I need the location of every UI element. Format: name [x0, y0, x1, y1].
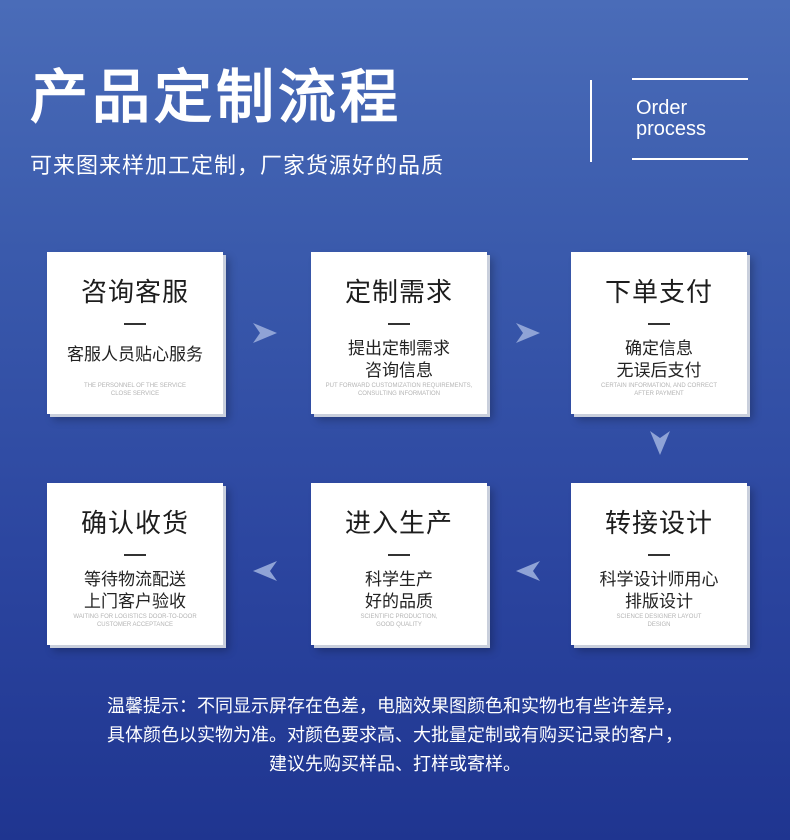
notice-line: 具体颜色以实物为准。对颜色要求高、大批量定制或有购买记录的客户， [107, 725, 683, 746]
step-card-design: 转接设计 科学设计师用心 排版设计 SCIENCE DESIGNER LAYOU… [571, 483, 747, 645]
page-title: 产品定制流程 [30, 63, 403, 131]
step-en: SCIENTIFIC PRODUCTION, GOOD QUALITY [319, 613, 479, 629]
step-title: 定制需求 [344, 278, 453, 308]
step-desc: 科学生产 好的品质 [315, 569, 483, 613]
step-dash [648, 323, 670, 325]
step-card-custom: 定制需求 提出定制需求 咨询信息 PUT FORWARD CUSTOMIZATI… [311, 252, 487, 414]
step-en-line: GOOD QUALITY [376, 622, 422, 628]
step-title: 转接设计 [604, 509, 713, 539]
arrow-left-icon [513, 556, 543, 586]
step-desc-line: 无误后支付 [616, 361, 702, 381]
step-en-line: SCIENCE DESIGNER LAYOUT [616, 614, 702, 620]
step-dash [124, 554, 146, 556]
step-en-line: SCIENTIFIC PRODUCTION, [360, 614, 438, 620]
step-dash [124, 323, 146, 325]
step-en-line: AFTER PAYMENT [634, 391, 684, 397]
step-title: 咨询客服 [80, 278, 189, 308]
step-card-consult: 咨询客服 客服人员贴心服务 THE PERSONNEL OF THE SERVI… [47, 252, 223, 414]
step-en-line: CONSULTING INFORMATION [357, 391, 441, 397]
step-desc-line: 排版设计 [625, 592, 693, 612]
order-label-line2: process [636, 118, 707, 140]
step-dash [388, 323, 410, 325]
step-dash [388, 554, 410, 556]
step-desc-line: 科学生产 [365, 570, 433, 590]
step-card-payment: 下单支付 确定信息 无误后支付 CERTAIN INFORMATION, AND… [571, 252, 747, 414]
divider-top [632, 78, 748, 80]
step-title: 下单支付 [604, 278, 713, 308]
step-desc-line: 上门客户验收 [84, 592, 186, 612]
notice-text: 温馨提示：不同显示屏存在色差，电脑效果图颜色和实物也有些许差异， 具体颜色以实物… [40, 692, 750, 779]
order-label-line1: Order [636, 97, 688, 119]
step-desc: 提出定制需求 咨询信息 [315, 338, 483, 382]
arrow-down-icon [645, 428, 675, 458]
arrow-left-icon [250, 556, 280, 586]
step-dash [648, 554, 670, 556]
step-en: WAITING FOR LOGISTICS DOOR-TO-DOOR CUSTO… [55, 613, 215, 629]
step-en: PUT FORWARD CUSTOMIZATION REQUIREMENTS, … [319, 382, 479, 398]
step-en-line: CUSTOMER ACCEPTANCE [96, 622, 174, 628]
arrow-right-icon [513, 318, 543, 348]
step-en-line: CLOSE SERVICE [110, 391, 160, 397]
step-en: THE PERSONNEL OF THE SERVICE CLOSE SERVI… [55, 382, 215, 398]
step-desc-line: 好的品质 [365, 592, 433, 612]
step-en-line: CERTAIN INFORMATION, AND CORRECT [600, 383, 717, 389]
step-desc: 确定信息 无误后支付 [575, 338, 743, 382]
step-title: 进入生产 [344, 509, 453, 539]
divider-bottom [632, 158, 748, 160]
step-card-production: 进入生产 科学生产 好的品质 SCIENTIFIC PRODUCTION, GO… [311, 483, 487, 645]
notice-line: 温馨提示：不同显示屏存在色差，电脑效果图颜色和实物也有些许差异， [107, 696, 683, 717]
step-desc: 客服人员贴心服务 [51, 344, 219, 366]
page-subtitle: 可来图来样加工定制，厂家货源好的品质 [30, 154, 445, 179]
step-en-line: THE PERSONNEL OF THE SERVICE [84, 383, 186, 389]
step-en-line: PUT FORWARD CUSTOMIZATION REQUIREMENTS, [325, 383, 473, 389]
step-en: SCIENCE DESIGNER LAYOUT DESIGN [579, 613, 739, 629]
step-desc-line: 咨询信息 [365, 361, 433, 381]
divider-vertical [590, 80, 592, 162]
step-desc-line: 等待物流配送 [84, 570, 186, 590]
step-desc-line: 提出定制需求 [348, 339, 450, 359]
step-desc: 科学设计师用心 排版设计 [575, 569, 743, 613]
step-en-line: DESIGN [647, 622, 671, 628]
step-en-line: WAITING FOR LOGISTICS DOOR-TO-DOOR [73, 614, 197, 620]
order-process-label: Order process [636, 98, 706, 140]
step-card-receive: 确认收货 等待物流配送 上门客户验收 WAITING FOR LOGISTICS… [47, 483, 223, 645]
step-title: 确认收货 [80, 509, 189, 539]
step-desc-line: 科学设计师用心 [599, 570, 719, 590]
step-desc-line: 确定信息 [625, 339, 693, 359]
step-desc: 等待物流配送 上门客户验收 [51, 569, 219, 613]
notice-line: 建议先购买样品、打样或寄样。 [269, 754, 521, 775]
step-en: CERTAIN INFORMATION, AND CORRECT AFTER P… [579, 382, 739, 398]
step-desc-line: 客服人员贴心服务 [67, 345, 203, 365]
arrow-right-icon [250, 318, 280, 348]
